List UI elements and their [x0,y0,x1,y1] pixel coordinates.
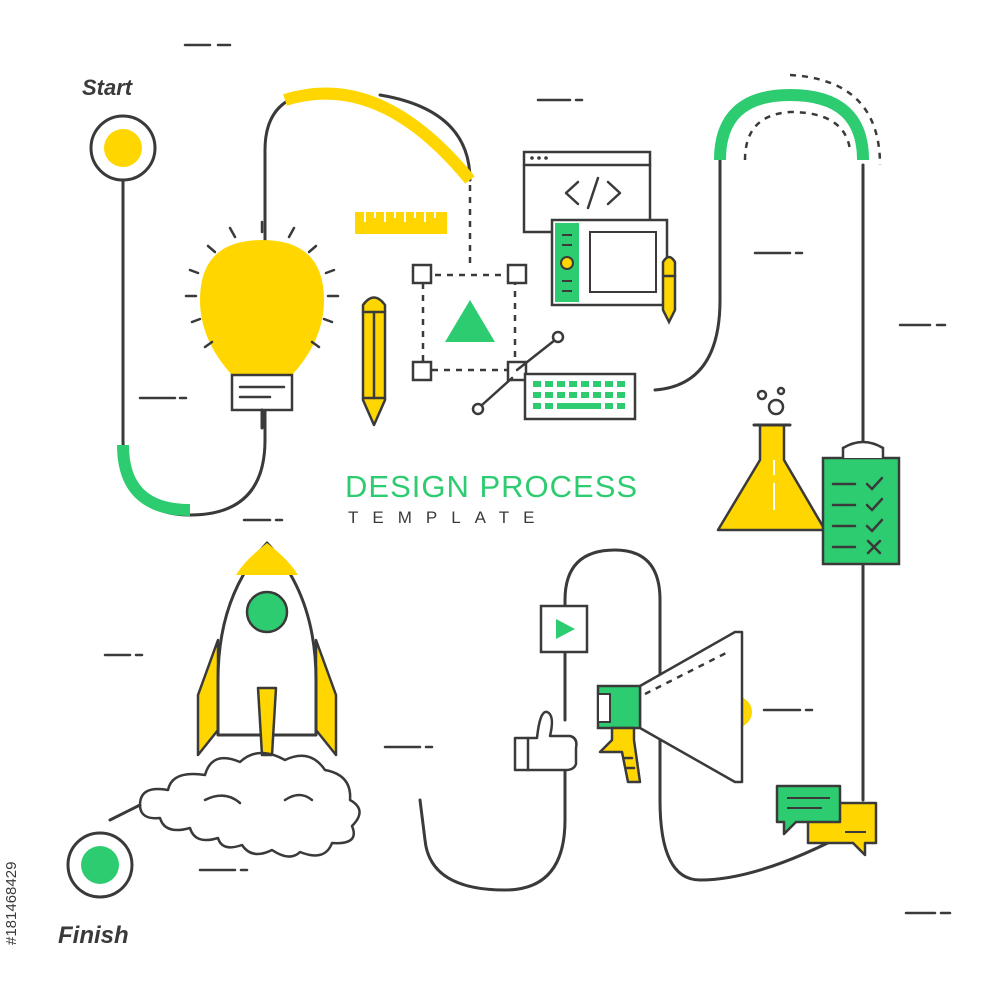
smoke-cloud-icon [138,751,361,858]
diagram-subtitle: TEMPLATE [348,508,548,527]
pencil-icon [361,296,387,427]
start-label: Start [82,75,134,100]
code-window-icon [522,150,652,234]
finish-label: Finish [58,922,129,949]
green-arch-right [714,88,869,161]
checklist-clipboard-icon [821,440,901,566]
dashed-arch-outer [789,73,882,166]
chat-bubbles-icon [775,784,878,857]
graphics-tablet-icon [550,218,669,307]
lightbulb-icon [184,220,340,430]
play-button-icon [539,604,589,654]
vector-shape-icon [411,185,565,416]
diagram-title: DESIGN PROCESS [345,469,638,504]
green-arc-left [117,444,191,516]
process-path [108,90,865,892]
keyboard-icon [523,372,637,421]
flask-icon [716,386,827,532]
dashed-arch-inner [743,110,852,161]
yellow-arc-top [283,87,475,184]
rocket-icon [196,541,338,757]
megaphone-icon [596,630,752,784]
ruler-icon [355,212,447,234]
start-marker-icon [89,114,157,182]
thumbs-up-icon [513,710,578,772]
finish-marker-icon [66,831,134,899]
stylus-icon [661,255,677,325]
decor-dashes [103,43,952,915]
stock-id-label: #181468429 [3,862,20,945]
